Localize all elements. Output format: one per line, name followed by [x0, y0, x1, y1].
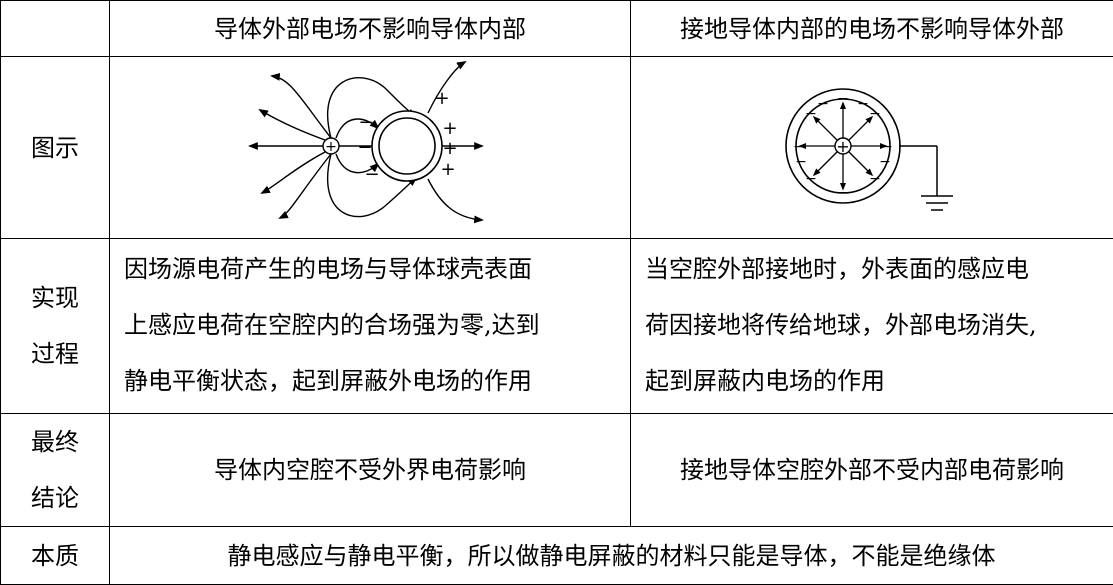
external-field-diagram-cell: + − − − + + + + — [110, 57, 631, 239]
svg-text:−: − — [881, 139, 893, 155]
plus-1: + — [434, 88, 449, 109]
minus-mid: − — [357, 137, 372, 158]
process-col1-line1: 因场源电荷产生的电场与导体球壳表面 — [124, 241, 626, 297]
svg-text:−: − — [805, 106, 817, 122]
plus-3: + — [442, 138, 457, 159]
plus-2: + — [442, 118, 457, 139]
grounded-shell-diagram: + − − − − − − − − − − − − — [631, 58, 1113, 238]
header-row: 导体外部电场不影响导体内部 接地导体内部的电场不影响导体外部 — [1, 1, 1113, 57]
conclusion-col1: 导体内空腔不受外界电荷影响 — [110, 414, 631, 527]
plus-4: + — [440, 159, 455, 180]
process-label-line2: 过程 — [1, 326, 109, 382]
conclusion-col2: 接地导体空腔外部不受内部电荷影响 — [631, 414, 1113, 527]
process-col2-line2: 荷因接地将传给地球，外部电场消失, — [645, 297, 1109, 353]
process-col1: 因场源电荷产生的电场与导体球壳表面 上感应电荷在空腔内的合场强为零,达到 静电平… — [110, 239, 631, 414]
external-field-diagram: + − − − + + + + — [110, 58, 630, 238]
header-col1: 导体外部电场不影响导体内部 — [110, 1, 631, 57]
svg-text:−: − — [879, 154, 891, 170]
conclusion-label-cell: 最终 结论 — [1, 414, 110, 527]
conclusion-row: 最终 结论 导体内空腔不受外界电荷影响 接地导体空腔外部不受内部电荷影响 — [1, 414, 1113, 527]
header-empty-cell — [1, 1, 110, 57]
process-label-cell: 实现 过程 — [1, 239, 110, 414]
svg-text:−: − — [837, 91, 849, 107]
svg-text:−: − — [817, 96, 829, 112]
ground-symbol — [899, 146, 953, 210]
svg-text:−: − — [793, 139, 805, 155]
process-col2-line3: 起到屏蔽内电场的作用 — [645, 353, 1109, 409]
svg-text:−: − — [805, 171, 817, 187]
minus-bottom: − — [364, 164, 379, 185]
process-col2: 当空腔外部接地时，外表面的感应电 荷因接地将传给地球，外部电场消失, 起到屏蔽内… — [631, 239, 1113, 414]
svg-text:−: − — [857, 96, 869, 112]
process-label-line1: 实现 — [1, 270, 109, 326]
svg-text:−: − — [795, 154, 807, 170]
svg-text:−: − — [869, 171, 881, 187]
minus-top: − — [358, 112, 373, 133]
internal-field-diagram-cell: + − − − − − − − − − − − − — [631, 57, 1113, 239]
diagram-label: 图示 — [1, 57, 110, 239]
svg-text:−: − — [869, 106, 881, 122]
conclusion-label-line1: 最终 — [1, 414, 109, 470]
conclusion-label-line2: 结论 — [1, 470, 109, 526]
process-col1-line3: 静电平衡状态，起到屏蔽外电场的作用 — [124, 353, 626, 409]
diagram-row: 图示 — [1, 57, 1113, 239]
conductor-shell-inner — [379, 118, 435, 174]
process-col2-line1: 当空腔外部接地时，外表面的感应电 — [645, 241, 1109, 297]
header-col2: 接地导体内部的电场不影响导体外部 — [631, 1, 1113, 57]
svg-text:−: − — [837, 185, 849, 201]
process-col1-line2: 上感应电荷在空腔内的合场强为零,达到 — [124, 297, 626, 353]
source-charge-sign: + — [325, 139, 337, 155]
process-row: 实现 过程 因场源电荷产生的电场与导体球壳表面 上感应电荷在空腔内的合场强为零,… — [1, 239, 1113, 414]
central-charge-sign: + — [836, 137, 849, 156]
